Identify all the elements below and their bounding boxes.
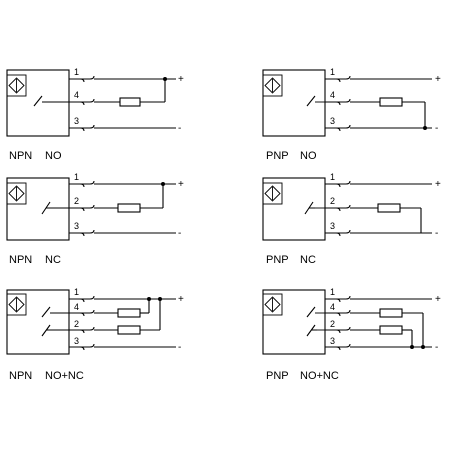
transistor-type-label: NPN (9, 150, 32, 162)
sensor-housing (6, 177, 70, 241)
transistor-type-label: NPN (9, 254, 32, 266)
nc-switch-contact (41, 201, 52, 215)
load-resistor-no (379, 308, 403, 318)
positive-sign: + (178, 74, 184, 85)
sensor-face-box (6, 182, 27, 205)
pin-label: 4 (330, 90, 335, 100)
transistor-type-label: PNP (266, 254, 289, 266)
transistor-type-label: PNP (266, 370, 289, 382)
nc-switch-contact (304, 201, 315, 215)
junction-dot (147, 297, 151, 301)
load-resistor-nc (379, 325, 403, 335)
output-mode-label: NC (300, 254, 316, 266)
pin-label: 2 (74, 319, 79, 329)
pin-label: 3 (330, 336, 335, 346)
diagram-npn-no: 1 4 3 + - NPN NO (6, 67, 184, 162)
output-mode-label: NO+NC (45, 370, 84, 382)
negative-sign: - (178, 123, 181, 134)
pin-label: 1 (74, 172, 79, 182)
diagram-npn-no-nc: 1 4 2 3 + - NPN NO+NC (6, 287, 184, 382)
nc-switch-contact (41, 324, 52, 337)
sensor-diamond-icon (8, 185, 25, 202)
pin-label: 1 (330, 287, 335, 297)
load-resistor-nc (117, 325, 141, 335)
pin-label: 3 (74, 336, 79, 346)
sensor-diamond-icon (264, 185, 281, 202)
negative-sign: - (435, 342, 438, 353)
sensor-housing (262, 177, 326, 241)
negative-sign: - (435, 123, 438, 134)
sensor-housing (262, 69, 326, 137)
sensor-diamond-icon (264, 77, 281, 94)
diagram-pnp-no: 1 4 3 + - PNP NO (262, 67, 441, 162)
sensor-face-box (6, 293, 27, 316)
sensor-housing (6, 289, 70, 355)
nc-switch-contact (306, 324, 317, 337)
no-switch-contact (306, 95, 316, 107)
pin-label: 2 (74, 196, 79, 206)
diagram-npn-nc: 1 2 3 + - NPN NC (6, 172, 184, 266)
sensor-face-box (6, 74, 27, 97)
load-resistor (377, 203, 401, 213)
junction-dot (163, 77, 167, 81)
pin-label: 4 (74, 302, 79, 312)
pin-label: 1 (330, 172, 335, 182)
positive-sign: + (435, 74, 441, 85)
pin-label: 3 (74, 116, 79, 126)
load-resistor (117, 203, 141, 213)
sensor-face-box (262, 182, 283, 205)
pin-label: 3 (74, 221, 79, 231)
output-mode-label: NO+NC (300, 370, 339, 382)
output-mode-label: NO (45, 150, 62, 162)
load-resistor (379, 97, 403, 107)
load-resistor-no (117, 308, 141, 318)
transistor-type-label: PNP (266, 150, 289, 162)
sensor-diamond-icon (264, 296, 281, 313)
pin-label: 2 (330, 196, 335, 206)
output-mode-label: NO (300, 150, 317, 162)
negative-sign: - (178, 342, 181, 353)
output-mode-label: NC (45, 254, 61, 266)
pin-label: 1 (74, 67, 79, 77)
sensor-diamond-icon (8, 296, 25, 313)
pin-label: 2 (330, 319, 335, 329)
diagram-pnp-nc: 1 2 3 + - PNP NC (262, 172, 441, 266)
no-switch-contact (41, 306, 51, 318)
sensor-face-box (262, 74, 283, 97)
pin-label: 4 (330, 302, 335, 312)
transistor-type-label: NPN (9, 370, 32, 382)
positive-sign: + (435, 294, 441, 305)
diagram-pnp-no-nc: 1 4 2 3 + - PNP NO+NC (262, 287, 441, 382)
sensor-diamond-icon (8, 77, 25, 94)
pin-label: 3 (330, 221, 335, 231)
sensor-face-box (262, 293, 283, 316)
junction-dot (158, 297, 162, 301)
positive-sign: + (435, 179, 441, 190)
junction-dot (161, 182, 165, 186)
no-switch-contact (33, 95, 43, 107)
pin-label: 1 (74, 287, 79, 297)
no-switch-contact (306, 306, 316, 318)
pin-label: 3 (330, 116, 335, 126)
pin-label: 1 (330, 67, 335, 77)
negative-sign: - (435, 228, 438, 239)
sensor-housing (262, 289, 326, 355)
positive-sign: + (178, 294, 184, 305)
sensor-housing (6, 69, 70, 137)
pin-label: 4 (74, 90, 79, 100)
load-resistor (119, 97, 141, 107)
negative-sign: - (178, 228, 181, 239)
positive-sign: + (178, 179, 184, 190)
